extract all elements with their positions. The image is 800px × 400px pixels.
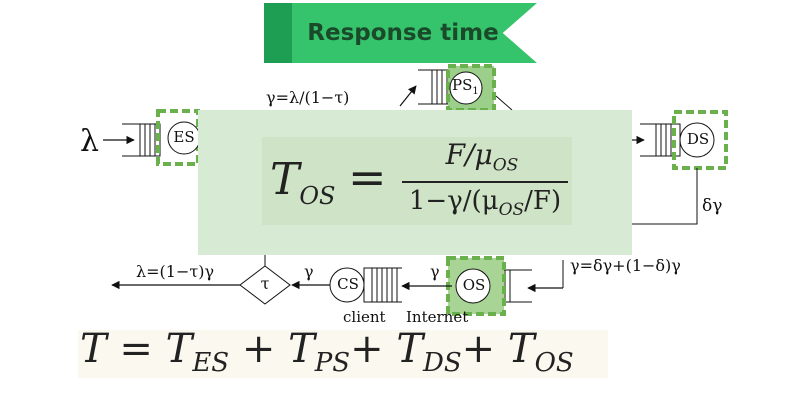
banner-ribbon — [292, 3, 537, 63]
formula-fraction-bar — [402, 181, 568, 183]
cs-label: CS — [337, 275, 359, 293]
ps-label: PS1 — [452, 76, 479, 97]
formula-equals: = — [348, 150, 387, 204]
ps-server — [449, 71, 483, 105]
es-label: ES — [173, 128, 195, 146]
gamma-equation-label: γ=λ/(1−τ) — [266, 88, 350, 107]
client-label: client — [343, 308, 386, 326]
gamma-internet-label: γ — [430, 262, 440, 281]
os-label: OS — [462, 276, 486, 294]
tau-label: τ — [260, 274, 270, 293]
tau-decision — [239, 265, 291, 305]
os-server — [455, 268, 491, 304]
gamma-client-label: γ — [304, 262, 314, 281]
ps-output-line — [495, 95, 513, 111]
ds-feedback-line — [632, 168, 698, 225]
internet-queue — [363, 267, 402, 303]
ps-input-arrow — [399, 85, 417, 107]
ds-label: DS — [686, 130, 710, 148]
total-response-time-equation: T = TES + TPS+ TDS+ TOS — [80, 326, 574, 378]
banner-title: Response time — [307, 20, 499, 46]
ds-server — [679, 122, 715, 158]
os-input-equation-label: γ=δγ+(1−δ)γ — [570, 256, 681, 275]
formula-denominator: 1−γ/(μOS/F) — [408, 186, 562, 221]
output-equation-label: λ=(1−τ)γ — [136, 262, 215, 281]
delta-gamma-label: δγ — [702, 196, 723, 216]
total-equation-background — [78, 330, 608, 378]
formula-lhs: TOS — [270, 154, 336, 210]
formula-numerator: F/μOS — [445, 138, 519, 176]
ds-highlight-box — [672, 110, 728, 170]
es-queue — [122, 123, 161, 157]
internet-label: Internet — [406, 308, 469, 326]
arrival-rate-label: λ — [80, 124, 100, 159]
